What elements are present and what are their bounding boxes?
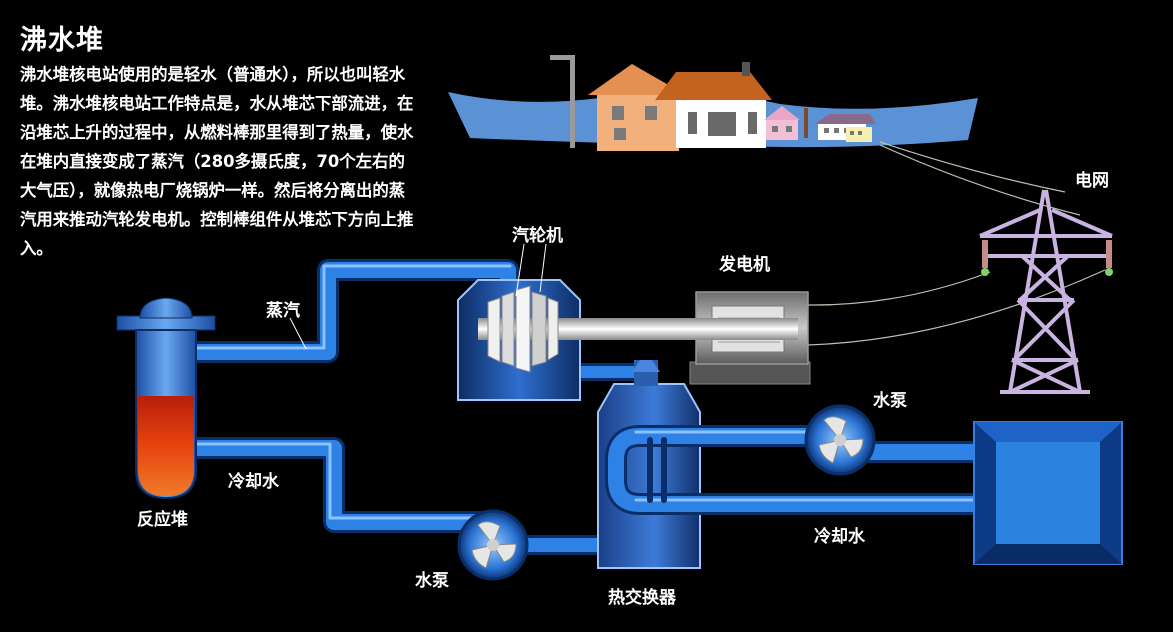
- label-coolant-right: 冷却水: [814, 527, 865, 547]
- label-coolant-left: 冷却水: [228, 472, 279, 492]
- label-pump-left: 水泵: [415, 571, 449, 591]
- page-title: 沸水堆: [20, 25, 104, 56]
- label-pump-right: 水泵: [873, 391, 907, 411]
- cooling-pool: [973, 421, 1123, 565]
- label-grid: 电网: [1075, 171, 1109, 191]
- description-text: 沸水堆核电站使用的是轻水（普通水），所以也叫轻水堆。沸水堆核电站工作特点是，水从…: [20, 65, 414, 258]
- turbine-rotor: [487, 285, 559, 373]
- label-generator: 发电机: [719, 255, 770, 275]
- label-steam: 蒸汽: [266, 301, 300, 321]
- label-heat-exchanger: 热交换器: [608, 588, 676, 608]
- reactor-vessel: [116, 297, 216, 500]
- label-leaders: [289, 243, 547, 350]
- houses: [550, 55, 876, 151]
- pump-right: [804, 404, 876, 476]
- transmission-tower: [979, 189, 1113, 394]
- power-lines: [807, 141, 1106, 346]
- label-reactor: 反应堆: [137, 510, 188, 530]
- cooling-loop-pipe: [605, 425, 991, 515]
- label-turbine: 汽轮机: [512, 226, 563, 246]
- steam-pipe: [185, 259, 519, 363]
- pump-left: [457, 509, 529, 581]
- insulators: [981, 240, 1113, 276]
